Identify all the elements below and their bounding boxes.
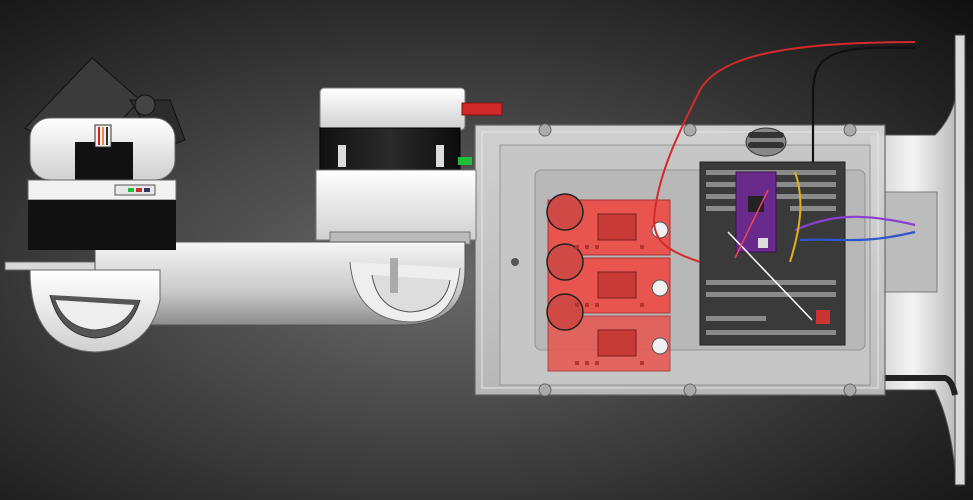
servo-gimbal-head: [24, 57, 186, 353]
mount-bracket: [869, 34, 966, 486]
stepper-driver-boards: [546, 193, 671, 372]
stepper-motor: [315, 87, 503, 245]
wiring: [653, 41, 916, 263]
controller-shield: [699, 161, 846, 346]
